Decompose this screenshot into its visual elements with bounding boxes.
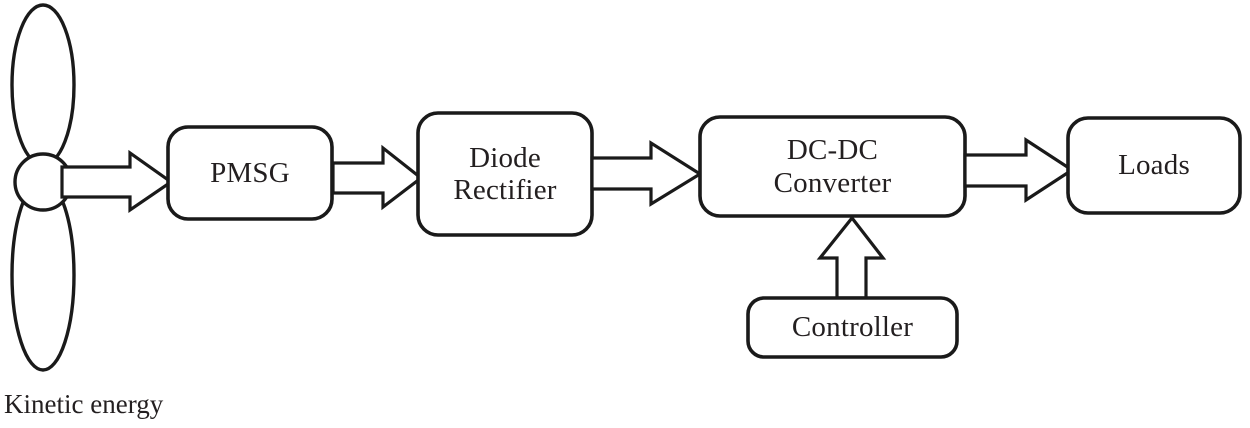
- wind-turbine: [10, 3, 76, 372]
- connector-turbine-to-pmsg: [60, 149, 174, 214]
- connector-pmsg-to-rectifier: [331, 144, 424, 211]
- connector-converter-to-loads: [963, 137, 1075, 203]
- turbine-blade-upper-icon: [10, 3, 76, 167]
- block-loads: [1066, 116, 1242, 215]
- connector-controller-to-converter: [816, 215, 887, 300]
- hollow-arrow-right-icon: [963, 137, 1075, 203]
- block-dc-dc-converter: [698, 115, 967, 218]
- connector-rectifier-to-converter: [590, 140, 704, 207]
- hollow-arrow-right-icon: [331, 144, 424, 211]
- block-controller: [746, 296, 959, 359]
- block-diode-rectifier: [416, 111, 594, 237]
- caption-kinetic-energy: Kinetic energy: [4, 389, 164, 419]
- hollow-arrow-right-icon: [590, 140, 704, 207]
- hollow-arrow-up-icon: [816, 215, 887, 300]
- block-pmsg: [166, 125, 334, 221]
- hollow-arrow-right-icon: [60, 149, 174, 214]
